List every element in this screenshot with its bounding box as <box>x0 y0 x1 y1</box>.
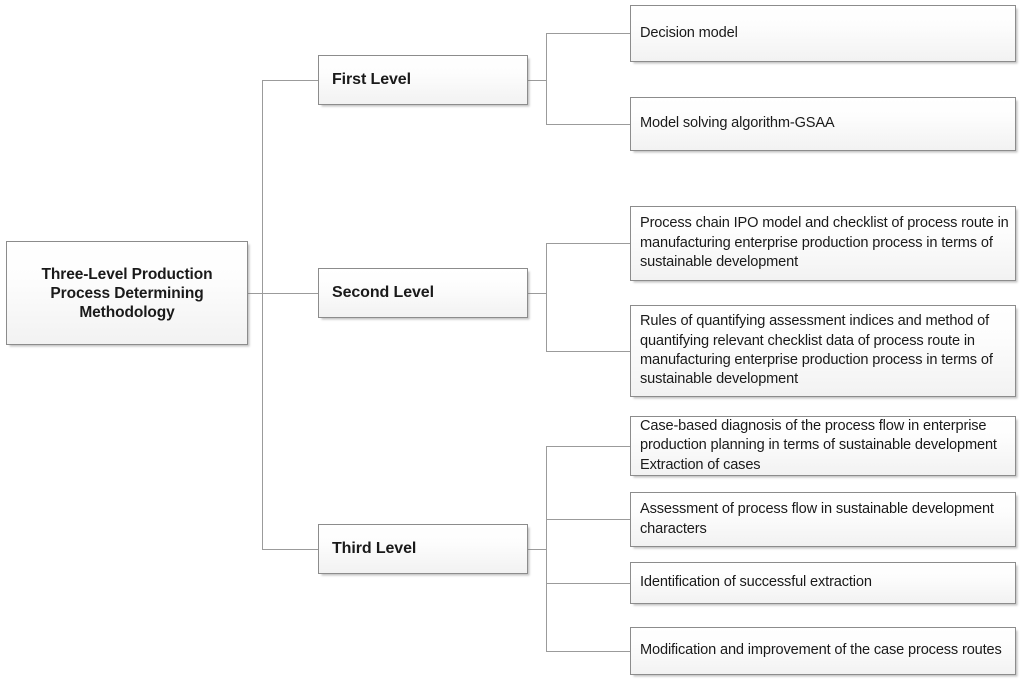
leaf-node-modification-and-improvement[interactable]: Modification and improvement of the case… <box>630 627 1016 675</box>
leaf-node-case-based-diagnosis[interactable]: Case-based diagnosis of the process flow… <box>630 416 1016 476</box>
leaf-node-model-solving-algorithm[interactable]: Model solving algorithm-GSAA <box>630 97 1016 151</box>
connector-trunk-to-second-level <box>262 293 319 294</box>
connector-first-level-bus <box>546 33 547 124</box>
connector-third-level-item-1 <box>546 446 631 447</box>
root-node-label: Three-Level Production Process Determini… <box>41 265 213 321</box>
connector-third-level-item-4 <box>546 651 631 652</box>
connector-second-level-item-2 <box>546 351 631 352</box>
level-node-second[interactable]: Second Level <box>318 268 528 318</box>
connector-third-level-bus <box>546 446 547 651</box>
level-node-second-label: Second Level <box>332 284 434 301</box>
leaf-node-label: Modification and improvement of the case… <box>640 642 1002 659</box>
connector-trunk-to-first-level <box>262 80 319 81</box>
leaf-node-rules-of-quantifying[interactable]: Rules of quantifying assessment indices … <box>630 305 1016 397</box>
leaf-node-decision-model[interactable]: Decision model <box>630 5 1016 62</box>
root-node[interactable]: Three-Level Production Process Determini… <box>6 241 248 345</box>
leaf-node-label: Rules of quantifying assessment indices … <box>640 313 993 388</box>
leaf-node-assessment-of-process-flow[interactable]: Assessment of process flow in sustainabl… <box>630 492 1016 547</box>
connector-second-level-bus <box>546 243 547 351</box>
level-node-third-label: Third Level <box>332 540 417 557</box>
connector-first-level-stem <box>528 80 547 81</box>
leaf-node-label: Assessment of process flow in sustainabl… <box>640 501 994 537</box>
leaf-node-process-chain-ipo-model[interactable]: Process chain IPO model and checklist of… <box>630 206 1016 281</box>
connector-third-level-item-3 <box>546 583 631 584</box>
level-node-first[interactable]: First Level <box>318 55 528 105</box>
connector-root-to-trunk <box>248 293 263 294</box>
connector-second-level-stem <box>528 293 547 294</box>
connector-trunk-to-third-level <box>262 549 319 550</box>
leaf-node-identification-of-successful-extraction[interactable]: Identification of successful extraction <box>630 562 1016 604</box>
connector-third-level-stem <box>528 549 547 550</box>
level-node-first-label: First Level <box>332 71 411 88</box>
leaf-node-label: Model solving algorithm-GSAA <box>640 115 835 132</box>
leaf-node-label: Decision model <box>640 24 738 41</box>
connector-main-trunk <box>262 80 263 550</box>
connector-third-level-item-2 <box>546 519 631 520</box>
leaf-node-label: Process chain IPO model and checklist of… <box>640 215 1009 271</box>
connector-first-level-item-2 <box>546 124 631 125</box>
level-node-third[interactable]: Third Level <box>318 524 528 574</box>
leaf-node-label: Identification of successful extraction <box>640 574 872 591</box>
connector-first-level-item-1 <box>546 33 631 34</box>
leaf-node-label: Case-based diagnosis of the process flow… <box>640 417 997 473</box>
connector-second-level-item-1 <box>546 243 631 244</box>
